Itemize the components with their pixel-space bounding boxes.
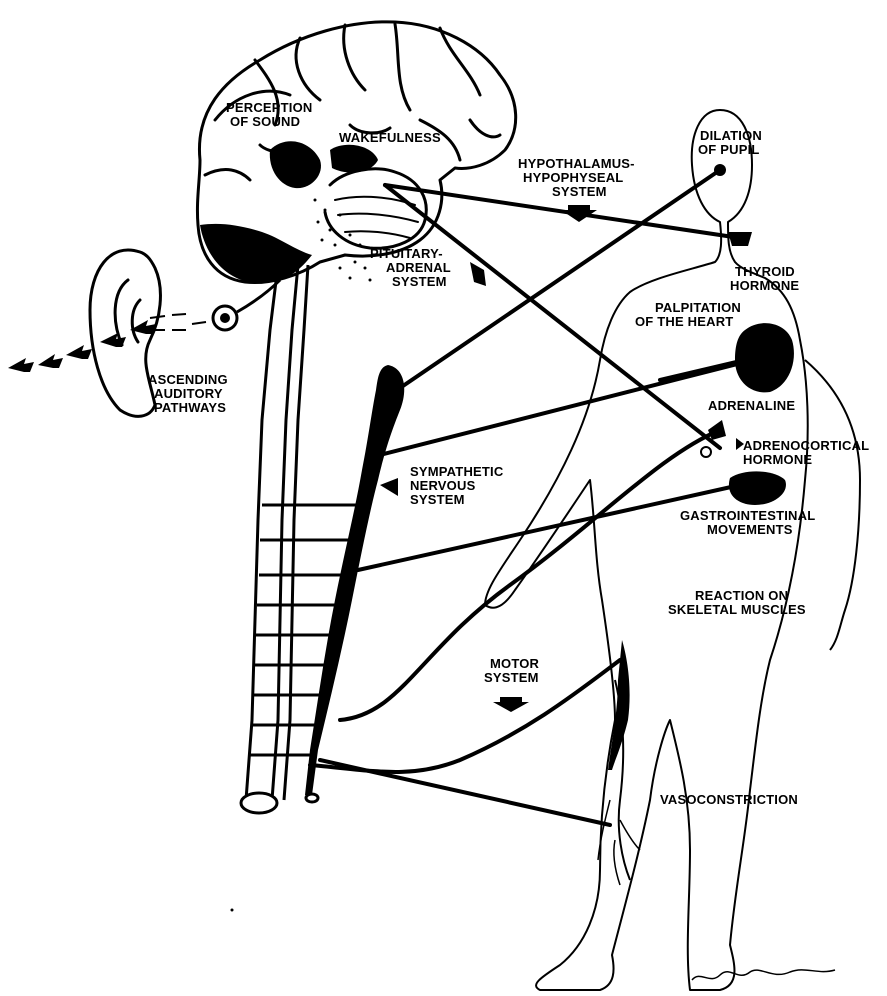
path-heart-branch xyxy=(660,360,745,380)
label-motor: MOTOR SYSTEM xyxy=(484,656,543,685)
brain-thalamus-shading xyxy=(270,141,321,188)
label-palpitation: PALPITATION OF THE HEART xyxy=(635,300,745,329)
label-sympathetic: SYMPATHETIC NERVOUS SYSTEM xyxy=(410,464,507,507)
label-perception: PERCEPTION OF SOUND xyxy=(226,100,316,129)
hypothalamus-arrow-icon xyxy=(561,205,597,222)
path-chain-pupil xyxy=(400,170,720,388)
stomach-icon xyxy=(729,471,786,505)
path-chain-heart xyxy=(380,362,745,455)
sympathetic-arrow-icon xyxy=(380,478,398,496)
label-thyroid: THYROID HORMONE xyxy=(730,264,799,293)
heart-icon xyxy=(735,323,794,392)
sympathetic-chain xyxy=(305,365,404,795)
brainstem-stipple xyxy=(314,199,372,282)
motor-arrow-icon xyxy=(493,697,529,712)
label-hypothalamus: HYPOTHALAMUS- HYPOPHYSEAL SYSTEM xyxy=(518,156,639,199)
label-wakefulness: WAKEFULNESS xyxy=(339,130,441,145)
label-adrenocortical: ADRENOCORTICAL HORMONE xyxy=(743,438,873,467)
human-body-outline xyxy=(485,110,860,990)
pituitary-arrow-icon xyxy=(470,262,486,286)
nerve-pathways xyxy=(310,170,745,825)
label-skeletal: REACTION ON SKELETAL MUSCLES xyxy=(668,588,806,617)
label-dilation: DILATION OF PUPIL xyxy=(698,128,766,157)
label-pituitary: PITUITARY- ADRENAL SYSTEM xyxy=(370,246,455,289)
artist-signature xyxy=(692,970,835,980)
label-adrenaline: ADRENALINE xyxy=(708,398,795,413)
label-gastrointestinal: GASTROINTESTINAL MOVEMENTS xyxy=(680,508,819,537)
cochlea-icon xyxy=(213,306,237,330)
label-ascending: ASCENDING AUDITORY PATHWAYS xyxy=(148,372,232,415)
label-vasoconstriction: VASOCONSTRICTION xyxy=(660,792,798,807)
adrenal-dot xyxy=(701,447,711,457)
stray-dot xyxy=(231,909,234,912)
